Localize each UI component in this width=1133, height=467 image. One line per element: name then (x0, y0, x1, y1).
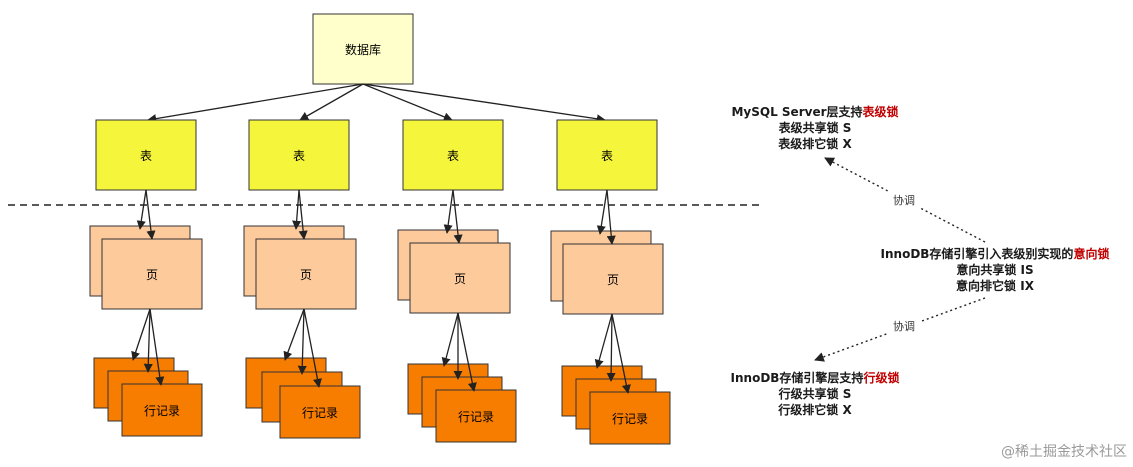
table-label: 表 (601, 149, 613, 163)
column-4: 表 页 行记录 (550, 119, 671, 445)
server-note-line3: 表级排它锁 X (777, 136, 852, 151)
page-label: 页 (607, 273, 619, 287)
server-note-line2: 表级共享锁 S (778, 120, 852, 135)
table-box (95, 119, 197, 191)
record-label: 行记录 (302, 406, 338, 420)
table-box (402, 119, 504, 191)
table-label: 表 (140, 149, 152, 163)
record-box (121, 383, 203, 437)
record-label: 行记录 (612, 412, 648, 426)
row-note-highlight: 行级锁 (862, 370, 899, 385)
row-note-line3: 行级排它锁 X (777, 402, 852, 417)
watermark: @稀土掘金技术社区 (1001, 444, 1127, 460)
page-box (409, 242, 511, 314)
row-lock-note: InnoDB存储引擎层支持行级锁 行级共享锁 S 行级排它锁 X (731, 370, 900, 417)
svg-text:InnoDB存储引擎层支持行级锁: InnoDB存储引擎层支持行级锁 (731, 370, 900, 385)
svg-text:MySQL Server层支持表级锁: MySQL Server层支持表级锁 (731, 104, 898, 119)
record-box (589, 391, 671, 445)
record-label: 行记录 (458, 410, 494, 424)
row-note-line2: 行级共享锁 S (778, 386, 852, 401)
coordinate-label-lower: 协调 (893, 319, 915, 333)
page-box (101, 238, 203, 310)
table-box (248, 119, 350, 191)
table-label: 表 (447, 149, 459, 163)
table-label: 表 (293, 149, 305, 163)
server-note-prefix: MySQL Server层支持 (731, 104, 862, 119)
record-box (435, 389, 517, 443)
page-label: 页 (300, 268, 312, 282)
coordinate-label-upper: 协调 (893, 193, 915, 207)
row-note-prefix: InnoDB存储引擎层支持 (731, 370, 864, 385)
page-box (255, 238, 357, 310)
intent-note-highlight: 意向锁 (1073, 246, 1109, 261)
table-box (556, 119, 658, 191)
server-lock-note: MySQL Server层支持表级锁 表级共享锁 S 表级排它锁 X (731, 104, 898, 151)
record-box (279, 385, 361, 439)
page-box (562, 243, 664, 315)
intent-lock-note: InnoDB存储引擎引入表级别实现的意向锁 意向共享锁 IS 意向排它锁 IX (881, 246, 1110, 293)
db-to-table-arrows (147, 83, 606, 124)
column-1: 表 页 行记录 (89, 119, 203, 437)
intent-note-line3: 意向排它锁 IX (956, 278, 1035, 293)
record-label: 行记录 (144, 404, 180, 418)
svg-text:InnoDB存储引擎引入表级别实现的意向锁: InnoDB存储引擎引入表级别实现的意向锁 (881, 246, 1110, 261)
column-2: 表 页 行记录 (243, 119, 361, 439)
page-label: 页 (454, 272, 466, 286)
intent-note-line2: 意向共享锁 IS (956, 262, 1033, 277)
database-label: 数据库 (345, 42, 381, 57)
page-label: 页 (146, 268, 158, 282)
server-note-highlight: 表级锁 (862, 104, 899, 119)
intent-note-prefix: InnoDB存储引擎引入表级别实现的 (881, 246, 1074, 261)
column-3: 表 页 行记录 (397, 119, 517, 443)
